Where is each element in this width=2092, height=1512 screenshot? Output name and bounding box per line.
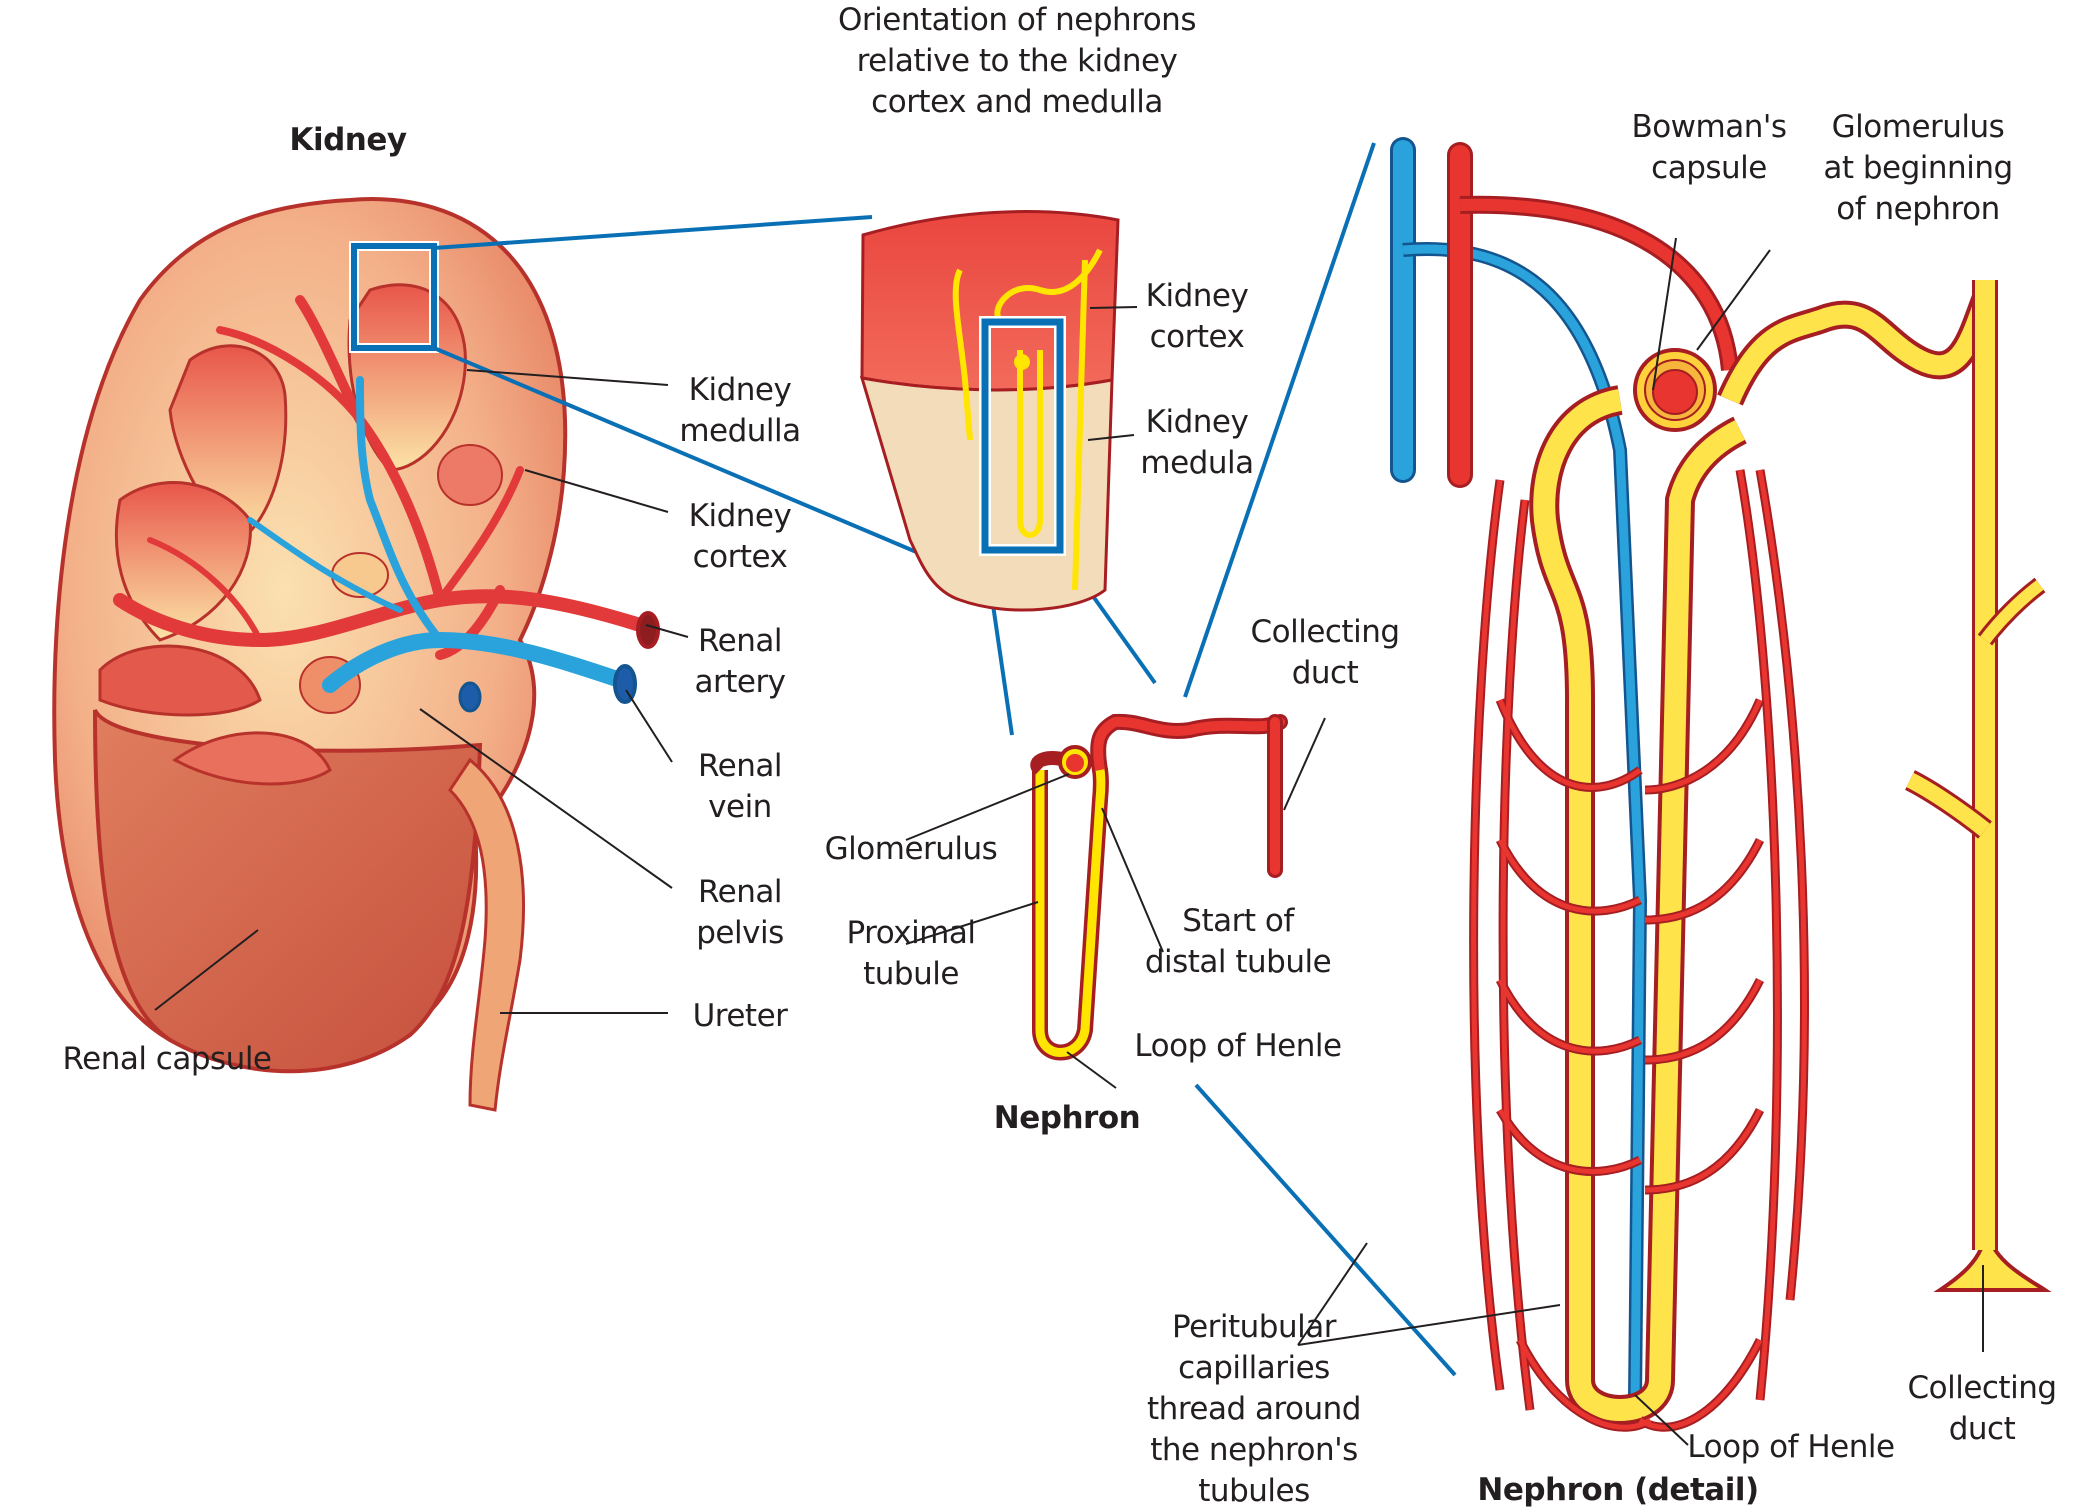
label-line: Ureter — [692, 998, 788, 1034]
label-line: Renal — [698, 623, 782, 659]
label-line: thread around — [1147, 1391, 1361, 1427]
label-loop-of-henle: Loop of Henle — [1134, 1026, 1342, 1067]
label-line: of nephron — [1836, 191, 2000, 227]
label-renal-artery: Renal artery — [694, 621, 786, 703]
label-line: capillaries — [1178, 1350, 1330, 1386]
label-ureter: Ureter — [693, 996, 788, 1037]
nephron-illustration — [1030, 713, 1288, 1061]
label-line: capsule — [1651, 150, 1767, 186]
label-line: Renal capsule — [62, 1041, 272, 1077]
label-wedge-kidney-cortex: Kidney cortex — [1146, 276, 1249, 358]
label-line: the nephron's — [1150, 1432, 1358, 1468]
nephron-detail-title: Nephron (detail) — [1477, 1472, 1759, 1508]
label-line: Collecting — [1907, 1370, 2057, 1406]
label-line: Kidney — [1145, 404, 1249, 440]
label-line: Renal — [698, 748, 782, 784]
label-line: Proximal — [846, 915, 977, 951]
label-line: duct — [1291, 655, 1359, 691]
label-line: Kidney — [688, 372, 792, 408]
label-line: medulla — [679, 413, 801, 449]
label-line: Start of — [1182, 903, 1294, 939]
leader-lines — [154, 237, 1984, 1446]
label-line: Peritubular — [1171, 1309, 1337, 1345]
pyramid — [437, 444, 503, 506]
label-line: cortex — [1149, 319, 1245, 355]
label-glomerulus: Glomerulus — [825, 829, 998, 870]
label-line: artery — [694, 664, 786, 700]
kidney-illustration — [52, 197, 660, 1112]
label-line: medula — [1140, 445, 1254, 481]
renal-artery-branch — [113, 589, 647, 648]
kidney-wedge-illustration — [859, 210, 1120, 612]
kidney-title: Kidney — [289, 122, 407, 158]
label-line: tubules — [1198, 1473, 1310, 1509]
orientation-title: Orientation of nephrons relative to the … — [838, 0, 1196, 123]
pyramid — [114, 481, 252, 642]
label-line: Glomerulus — [1831, 109, 2005, 145]
nephron-detail-illustration — [1390, 137, 2052, 1432]
label-line: distal tubule — [1144, 944, 1332, 980]
pyramid — [98, 644, 262, 717]
label-line: Glomerulus — [824, 831, 998, 867]
label-line: Kidney — [1145, 278, 1249, 314]
renal-vein-opening — [613, 664, 637, 704]
label-line: Loop of Henle — [1134, 1028, 1342, 1064]
label-line: Collecting — [1250, 614, 1400, 650]
nephron-title: Nephron — [993, 1100, 1141, 1136]
pyramid — [172, 731, 332, 786]
label-line: Kidney — [688, 498, 792, 534]
label-glomerulus-detail: Glomerulus at beginning of nephron — [1823, 107, 2013, 230]
label-line: duct — [1948, 1411, 2016, 1447]
label-peritubular-capillaries: Peritubular capillaries thread around th… — [1147, 1307, 1361, 1512]
label-line: Loop of Henle — [1687, 1429, 1895, 1465]
label-line: tubule — [863, 956, 959, 992]
label-proximal-tubule: Proximal tubule — [846, 913, 977, 995]
label-line: Renal — [698, 874, 782, 910]
renal-artery-opening — [636, 611, 660, 649]
label-line: pelvis — [696, 915, 784, 951]
orientation-title-line: Orientation of nephrons — [838, 2, 1196, 38]
label-line: Bowman's — [1631, 109, 1787, 145]
glomerulus — [1652, 369, 1698, 415]
label-kidney-cortex: Kidney cortex — [689, 496, 792, 578]
label-bowmans-capsule: Bowman's capsule — [1631, 107, 1787, 189]
label-renal-capsule: Renal capsule — [62, 1039, 272, 1080]
label-line: cortex — [692, 539, 788, 575]
label-loop-of-henle-detail: Loop of Henle — [1687, 1427, 1895, 1468]
label-start-distal-tubule: Start of distal tubule — [1144, 901, 1332, 983]
label-collecting-duct: Collecting duct — [1250, 612, 1400, 694]
label-renal-pelvis: Renal pelvis — [696, 872, 784, 954]
label-line: at beginning — [1823, 150, 2013, 186]
orientation-title-line: cortex and medulla — [871, 84, 1163, 120]
label-renal-vein: Renal vein — [698, 746, 782, 828]
orientation-title-line: relative to the kidney — [856, 43, 1178, 79]
label-wedge-kidney-medula: Kidney medula — [1140, 402, 1254, 484]
label-line: vein — [708, 789, 772, 825]
label-kidney-medulla: Kidney medulla — [679, 370, 801, 452]
label-collecting-duct-detail: Collecting duct — [1907, 1368, 2057, 1450]
ureter — [448, 757, 525, 1112]
